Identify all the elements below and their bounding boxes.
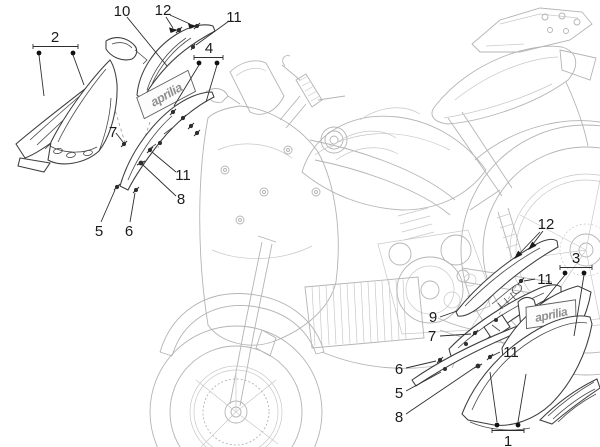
motorcycle-line-art bbox=[149, 7, 600, 447]
screw bbox=[187, 122, 195, 130]
screw bbox=[113, 183, 121, 191]
screw bbox=[132, 186, 140, 194]
callout-label-8-left: 8 bbox=[177, 191, 185, 208]
panel-slot bbox=[66, 151, 76, 159]
lower-side-panel-edge bbox=[469, 322, 588, 431]
callout-bracket-1 bbox=[491, 428, 525, 433]
callout-label-11-right-upper: 11 bbox=[537, 271, 553, 288]
callout-label-8-right: 8 bbox=[395, 409, 403, 426]
leader-dot bbox=[581, 270, 587, 276]
footpeg-cylinder bbox=[491, 285, 520, 312]
callout-label-4: 4 bbox=[205, 40, 213, 57]
callout-label-11-right-lower: 11 bbox=[503, 344, 519, 361]
leader-dot bbox=[70, 50, 76, 56]
leader-dot bbox=[36, 50, 42, 56]
panel-slot bbox=[83, 149, 93, 157]
callout-label-11-top: 11 bbox=[226, 9, 242, 26]
panel-slot bbox=[53, 147, 63, 155]
screw bbox=[494, 318, 498, 322]
screw bbox=[146, 146, 154, 154]
screw bbox=[179, 114, 187, 122]
screw bbox=[193, 129, 201, 137]
screw bbox=[486, 353, 494, 361]
screw bbox=[120, 140, 128, 148]
leader-dot bbox=[562, 270, 568, 276]
left-winglet-flap bbox=[17, 157, 51, 173]
left-side-panel bbox=[47, 59, 118, 165]
callout-label-12-right: 12 bbox=[538, 216, 555, 233]
screw bbox=[517, 277, 525, 285]
bracket-slot bbox=[491, 324, 501, 332]
upper-spoiler-edge bbox=[464, 247, 541, 307]
insert-stripes bbox=[547, 381, 597, 423]
striped-panel-insert bbox=[539, 378, 600, 425]
callout-label-10: 10 bbox=[114, 3, 131, 20]
a-pillar-trim-edges bbox=[146, 37, 192, 91]
aprilia-sticker-left: aprilia bbox=[136, 69, 197, 120]
footpeg-end bbox=[511, 284, 523, 294]
callout-label-12-top: 12 bbox=[155, 2, 172, 19]
leader-lines bbox=[38, 14, 585, 423]
clip bbox=[473, 363, 483, 369]
callout-label-9: 9 bbox=[429, 309, 437, 326]
leader-arrowhead bbox=[169, 27, 178, 33]
upper-spoiler-strip bbox=[455, 238, 559, 317]
callout-leaders bbox=[32, 14, 593, 433]
sleeve bbox=[443, 367, 447, 371]
callout-bracket-2 bbox=[32, 44, 79, 49]
callout-label-1: 1 bbox=[504, 433, 512, 447]
clip bbox=[136, 160, 146, 166]
screw bbox=[169, 108, 177, 116]
screw bbox=[436, 356, 444, 364]
callout-label-3: 3 bbox=[572, 250, 580, 267]
callout-labels: 2 10 12 11 4 7 11 8 5 6 12 3 11 9 7 11 6… bbox=[51, 2, 580, 447]
leader-arrowhead bbox=[528, 241, 537, 250]
callout-label-2: 2 bbox=[51, 29, 59, 46]
screw bbox=[175, 26, 183, 34]
callout-label-6-left: 6 bbox=[125, 223, 133, 240]
deflector-strip-panel bbox=[119, 91, 215, 191]
leader-arrowhead bbox=[514, 250, 523, 259]
leader-arrowhead bbox=[188, 23, 197, 29]
callout-bracket-3 bbox=[559, 265, 593, 270]
screw bbox=[471, 329, 479, 337]
screw bbox=[464, 342, 468, 346]
left-panel-parts: aprilia bbox=[15, 24, 216, 191]
turn-signal-stem bbox=[111, 42, 148, 65]
callout-label-5-left: 5 bbox=[95, 223, 103, 240]
callout-label-11-left: 11 bbox=[175, 167, 191, 184]
leader-dot bbox=[494, 422, 500, 428]
callout-label-5-right: 5 bbox=[395, 385, 403, 402]
leader-dot bbox=[196, 60, 202, 66]
leader-dot bbox=[515, 422, 521, 428]
callout-label-6-right: 6 bbox=[395, 361, 403, 378]
callout-label-7-left: 7 bbox=[109, 124, 117, 141]
turn-signal bbox=[105, 37, 138, 61]
screw bbox=[157, 140, 163, 146]
fasteners bbox=[113, 22, 525, 371]
leader-dot bbox=[214, 60, 220, 66]
callout-bracket-4 bbox=[193, 55, 224, 60]
callout-label-7-right: 7 bbox=[428, 328, 436, 345]
lower-side-panel-right bbox=[461, 315, 593, 426]
right-panel-parts: aprilia bbox=[411, 238, 600, 431]
screw bbox=[190, 43, 196, 51]
